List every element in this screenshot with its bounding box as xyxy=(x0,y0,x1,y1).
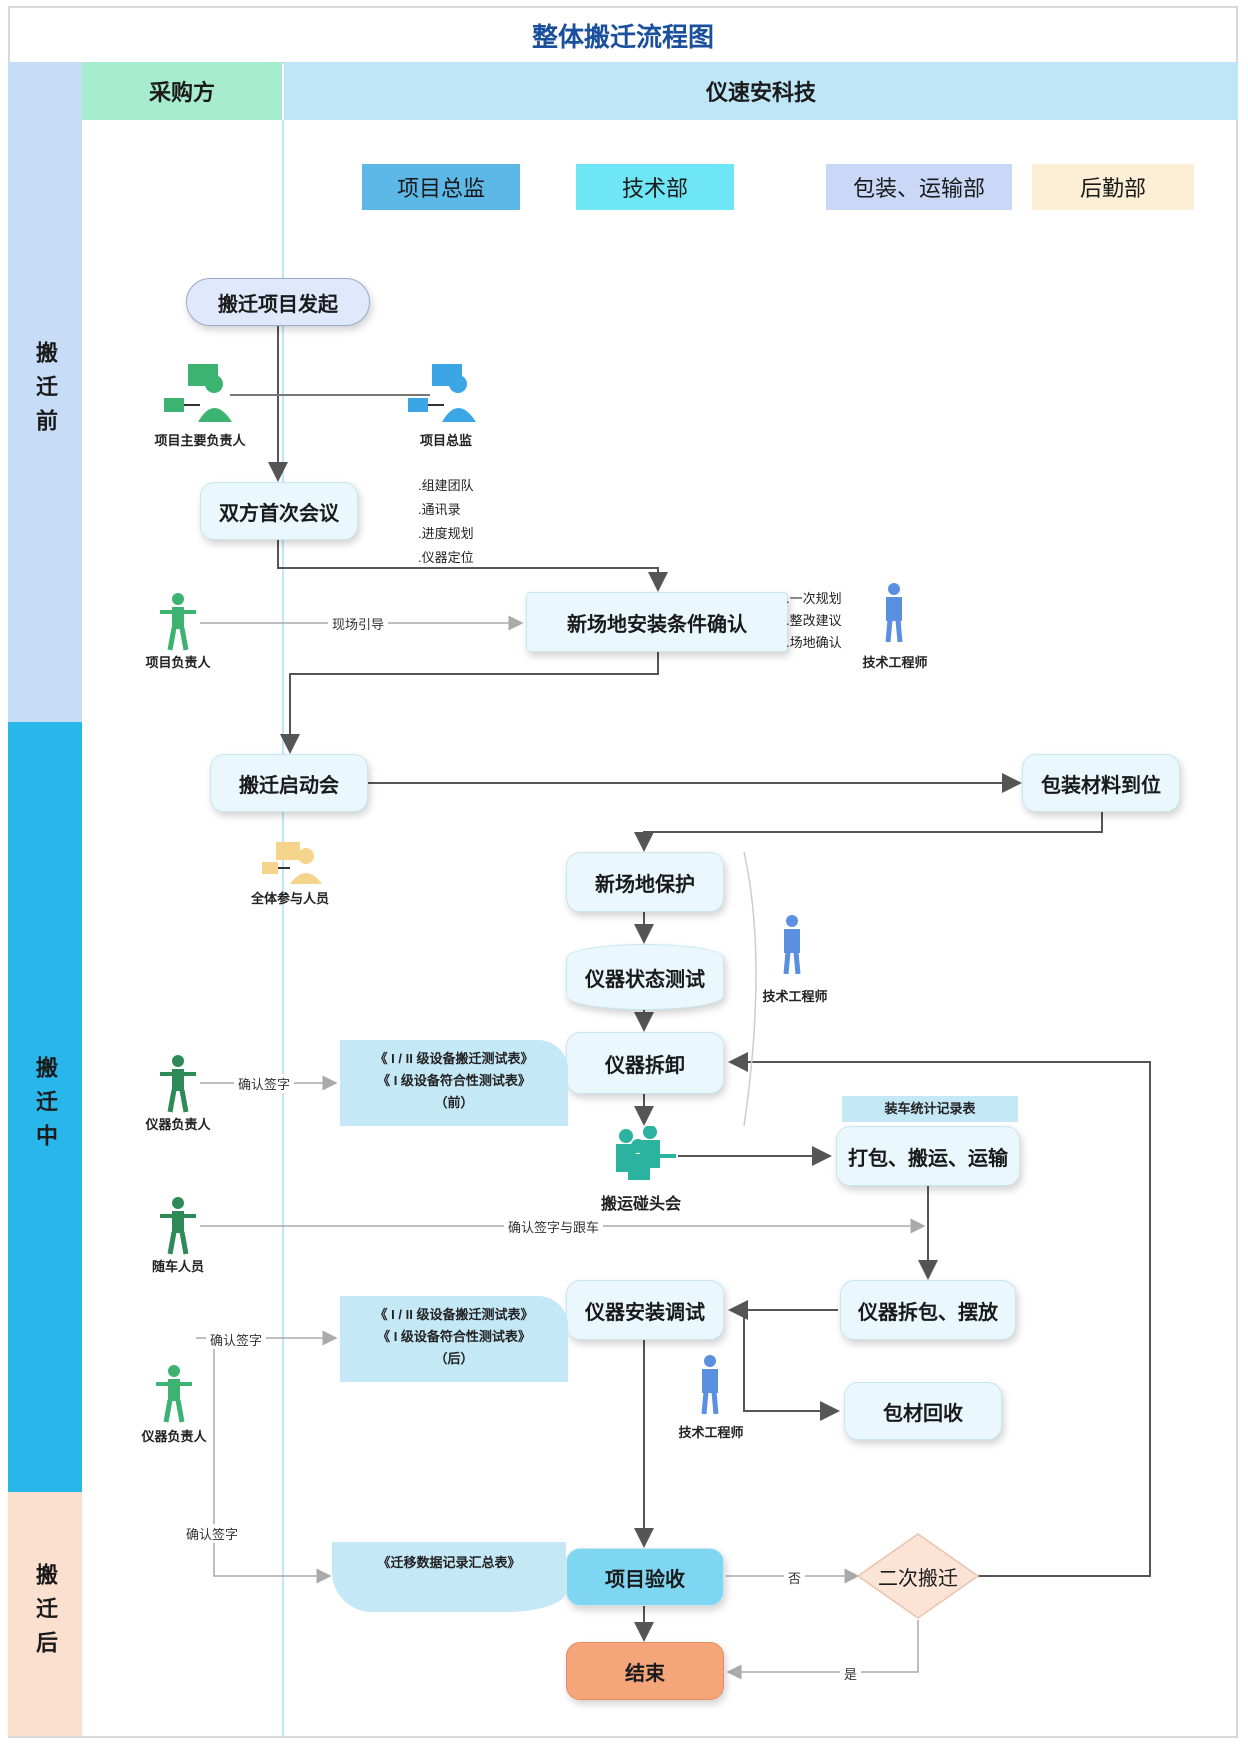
node-site-protect: 新场地保护 xyxy=(566,852,724,912)
node-accept: 项目验收 xyxy=(566,1548,724,1606)
legend-director: 项目总监 xyxy=(362,164,520,210)
role-all-staff: 全体参与人员 xyxy=(250,891,329,906)
edge-no: 否 xyxy=(784,1568,806,1587)
site-note-3: .场地确认 xyxy=(786,635,842,650)
doc-post-line1: 《 I / II 级设备搬迁测试表》 xyxy=(374,1307,534,1322)
lane-header-company: 仪速安科技 xyxy=(284,62,1238,120)
legend-support: 后勤部 xyxy=(1032,164,1194,210)
engineer-blue-icon-3 xyxy=(692,1354,728,1416)
role-instr-owner1: 仪器负责人 xyxy=(145,1117,211,1132)
doc-pre-test: 《 I / II 级设备搬迁测试表》 《 I 级设备符合性测试表》 （前） xyxy=(340,1040,568,1126)
meeting-notes: .组建团队 .通讯录 .进度规划 .仪器定位 xyxy=(418,474,474,570)
engineer-blue-icon xyxy=(876,582,912,644)
node-pack: 打包、搬运、运输 xyxy=(836,1126,1020,1186)
doc-pre-line3: （前） xyxy=(434,1095,474,1110)
edge-confirm-sign2: 确认签字 xyxy=(206,1330,267,1349)
meeting-note-1: .组建团队 xyxy=(418,478,474,493)
node-recycle: 包材回收 xyxy=(844,1382,1002,1440)
role-tech-eng3: 技术工程师 xyxy=(678,1425,744,1440)
phase-before: 搬迁前 xyxy=(8,62,82,722)
legend-logistics: 包装、运输部 xyxy=(826,164,1012,210)
team-meeting-icon xyxy=(608,1126,678,1182)
node-material: 包装材料到位 xyxy=(1022,754,1180,812)
doc-pre-line2: 《 I 级设备符合性测试表》 xyxy=(377,1073,531,1088)
node-status-test: 仪器状态测试 xyxy=(566,944,724,1010)
meeting-note-4: .仪器定位 xyxy=(418,550,474,565)
node-second: 二次搬迁 xyxy=(878,1567,958,1590)
instrument-owner-icon xyxy=(158,1054,198,1114)
node-end: 结束 xyxy=(566,1642,724,1700)
phase-after: 搬迁后 xyxy=(8,1492,82,1736)
lane-header-buyer: 采购方 xyxy=(82,62,282,120)
escort-icon xyxy=(158,1196,198,1256)
edge-site-guide: 现场引导 xyxy=(328,614,389,633)
doc-summary: 《迁移数据记录汇总表》 xyxy=(332,1542,566,1612)
all-staff-icon xyxy=(258,840,328,884)
role-handover: 搬运碰头会 xyxy=(600,1196,681,1213)
role-tech-eng2: 技术工程师 xyxy=(762,989,828,1004)
role-escort: 随车人员 xyxy=(151,1259,204,1274)
doc-vehicle: 装车统计记录表 xyxy=(842,1096,1018,1122)
second-relocation-diamond xyxy=(856,1533,980,1619)
meeting-note-3: .进度规划 xyxy=(418,526,474,541)
diagram-title: 整体搬迁流程图 xyxy=(8,6,1238,62)
node-kickoff: 搬迁启动会 xyxy=(210,754,368,812)
edge-confirm-sign: 确认签字 xyxy=(234,1074,295,1093)
node-unpack: 仪器拆包、摆放 xyxy=(840,1280,1016,1340)
instrument-owner-icon-2 xyxy=(154,1364,194,1424)
site-note-2: .整改建议 xyxy=(786,613,842,628)
doc-post-test: 《 I / II 级设备搬迁测试表》 《 I 级设备符合性测试表》 （后） xyxy=(340,1296,568,1382)
manager-green-icon xyxy=(160,360,240,426)
node-install: 仪器安装调试 xyxy=(566,1280,724,1340)
site-note-1: .一次规划 xyxy=(786,591,842,606)
person-green-icon xyxy=(158,592,198,652)
role-buyer-proj: 项目负责人 xyxy=(145,655,211,670)
role-tech-eng1: 技术工程师 xyxy=(862,655,928,670)
doc-post-line2: 《 I 级设备符合性测试表》 xyxy=(377,1329,531,1344)
edge-yes: 是 xyxy=(840,1664,862,1683)
edge-confirm-sign-track: 确认签字与跟车 xyxy=(504,1217,604,1236)
site-notes: .一次规划 .整改建议 .场地确认 xyxy=(786,588,842,654)
legend-tech: 技术部 xyxy=(576,164,734,210)
role-director: 项目总监 xyxy=(419,433,472,448)
manager-blue-icon xyxy=(404,360,484,426)
meeting-note-2: .通讯录 xyxy=(418,502,461,517)
node-site-confirm: 新场地安装条件确认 xyxy=(526,592,788,652)
node-start: 搬迁项目发起 xyxy=(186,278,370,326)
phase-during: 搬迁中 xyxy=(8,722,82,1492)
engineer-blue-icon-2 xyxy=(774,914,810,976)
doc-pre-line1: 《 I / II 级设备搬迁测试表》 xyxy=(374,1051,534,1066)
edge-confirm-sign3: 确认签字 xyxy=(182,1524,243,1543)
node-meeting: 双方首次会议 xyxy=(200,482,358,540)
role-instr-owner2: 仪器负责人 xyxy=(141,1429,207,1444)
doc-post-line3: （后） xyxy=(434,1351,474,1366)
role-buyer-main: 项目主要负责人 xyxy=(154,433,246,448)
node-dismantle: 仪器拆卸 xyxy=(566,1032,724,1094)
